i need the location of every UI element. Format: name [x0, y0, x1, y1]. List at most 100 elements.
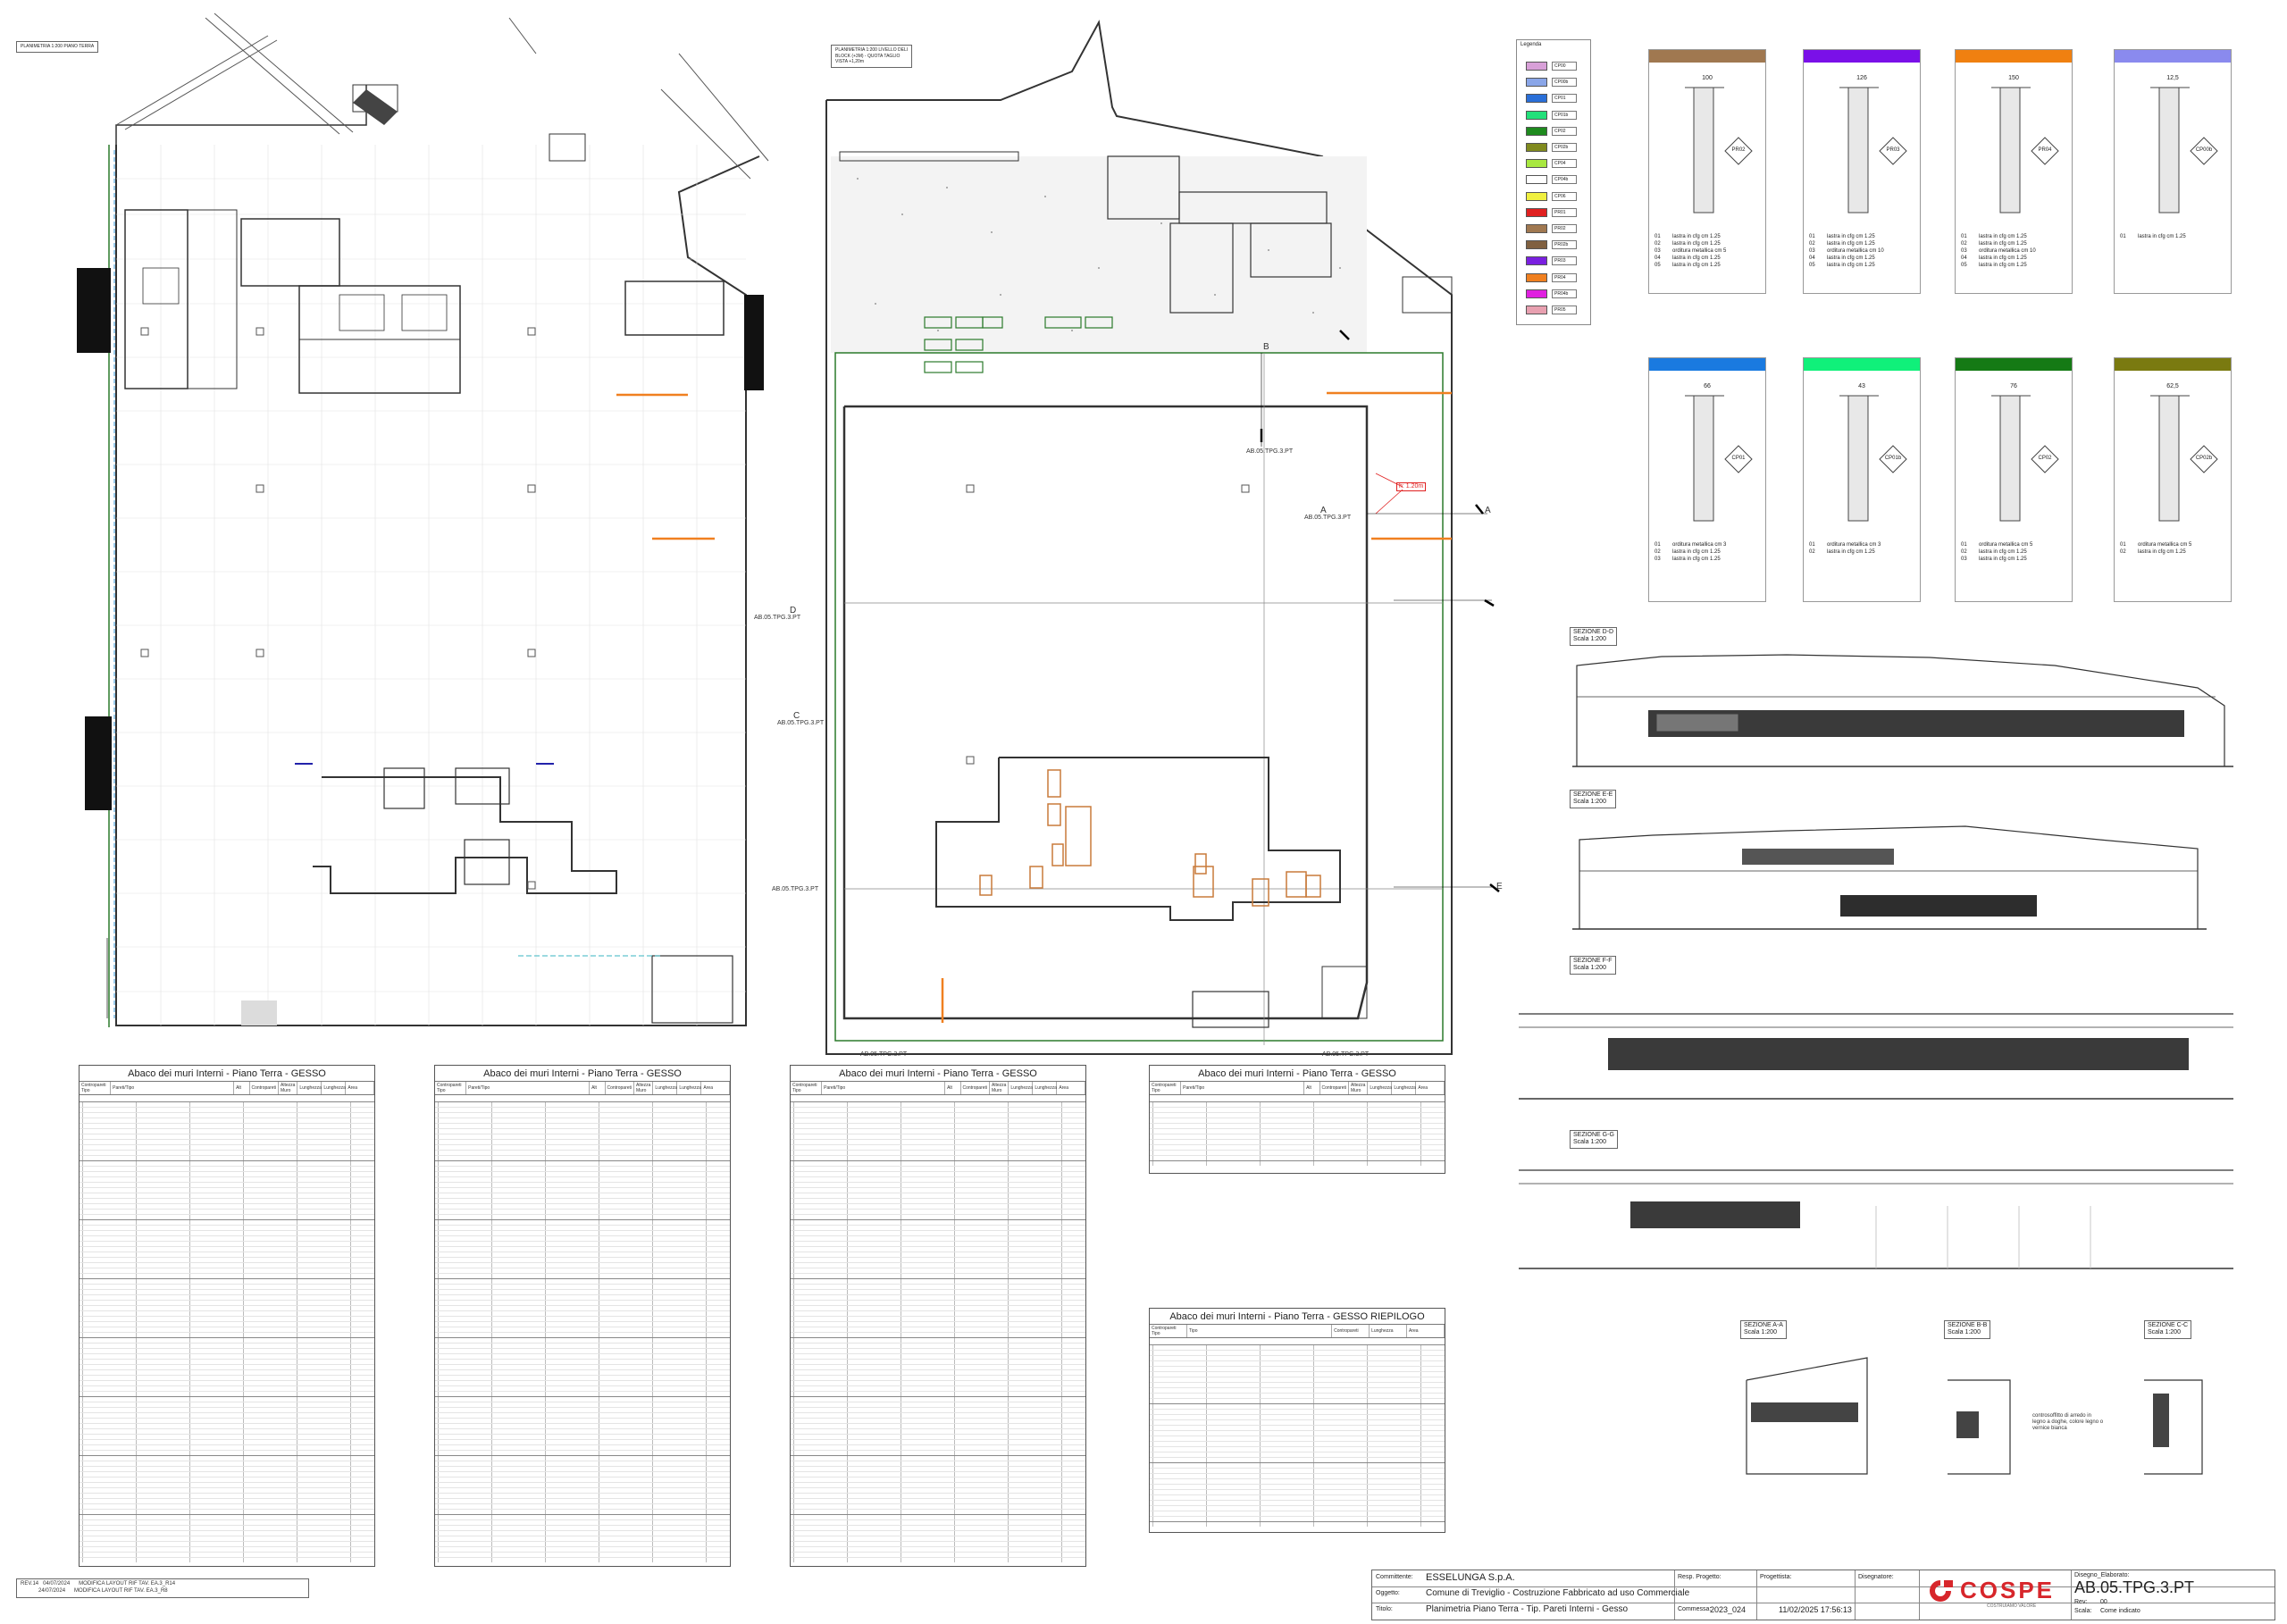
table-row [80, 1128, 374, 1134]
section-mark-c[interactable]: C [793, 711, 800, 721]
table-row [80, 1482, 374, 1487]
wall-type-color-bar [2115, 358, 2231, 371]
table-row [80, 1166, 374, 1171]
table-row [1150, 1355, 1445, 1360]
legend-swatch [1526, 240, 1547, 250]
left-floor-plan [77, 13, 769, 1027]
table-row [80, 1160, 374, 1166]
table-header-cell: Pareti/Tipo [466, 1082, 591, 1094]
table-row [1150, 1403, 1445, 1409]
table-row [435, 1391, 730, 1396]
table-header-cell: Area [701, 1082, 731, 1094]
table-row [80, 1219, 374, 1225]
section-mark-e[interactable]: E [1496, 882, 1503, 892]
table-header-cell: Contropareti [961, 1082, 991, 1094]
cospe-logo [1924, 1578, 1956, 1606]
table-row [791, 1385, 1085, 1391]
section-ref-b[interactable]: AB.05.TPG.3.PT [1246, 448, 1294, 455]
table-row [1150, 1112, 1445, 1118]
section-ref-d[interactable]: AB.05.TPG.3.PT [754, 615, 801, 621]
legend-code: CP02b [1552, 143, 1577, 152]
table-row [1150, 1387, 1445, 1393]
table-row [435, 1251, 730, 1257]
schedule-table-2-title: Abaco dei muri Interni - Piano Terra - G… [435, 1066, 730, 1082]
section-ref-e[interactable]: AB.05.TPG.3.PT [772, 886, 819, 892]
table-row [435, 1219, 730, 1225]
table-row [80, 1193, 374, 1198]
table-row [80, 1407, 374, 1412]
commessa-label: Commessa: [1678, 1606, 1712, 1612]
wall-type-layer-note: 01 lastra in cfg cm 1.25 [1655, 234, 1721, 239]
legend-swatch [1526, 126, 1547, 136]
schedule-table-3-rows [791, 1101, 1085, 1566]
table-row [435, 1144, 730, 1150]
table-row [791, 1375, 1085, 1380]
wall-type-layer-note: 02 lastra in cfg cm 1.25 [1655, 549, 1721, 555]
legend-swatch [1526, 143, 1547, 152]
legend-item-pr04b: PR04b [1526, 289, 1577, 298]
table-header-cell: Area [1407, 1325, 1445, 1337]
rev-value: 00 [2100, 1599, 2107, 1605]
section-ref-bottom-2[interactable]: AB.05.TPG.3.PT [1322, 1051, 1370, 1058]
table-row [80, 1487, 374, 1493]
table-row [435, 1375, 730, 1380]
table-row [80, 1246, 374, 1251]
section-c-c-name: SEZIONE C-C [2148, 1322, 2189, 1328]
legend-item-cp04b: CP04b [1526, 175, 1577, 185]
table-row [791, 1176, 1085, 1182]
legend-item-pr01: PR01 [1526, 207, 1577, 217]
schedule-table-4: Abaco dei muri Interni - Piano Terra - G… [1149, 1065, 1445, 1174]
wall-type-layer-note: 04 lastra in cfg cm 1.25 [1809, 255, 1875, 261]
table-row [1150, 1441, 1445, 1446]
table-row [80, 1101, 374, 1107]
wall-type-layer-note: 01 lastra in cfg cm 1.25 [2120, 234, 2186, 239]
table-header-cell: Lunghezza [677, 1082, 702, 1094]
table-row [435, 1455, 730, 1461]
table-row [80, 1530, 374, 1536]
table-row [435, 1107, 730, 1112]
legend-swatch [1526, 94, 1547, 104]
wall-type-thickness: 150 [2008, 75, 2019, 81]
table-row [435, 1203, 730, 1209]
legend-code: CP06 [1552, 191, 1577, 201]
table-row [435, 1461, 730, 1466]
section-mark-d[interactable]: D [790, 606, 797, 615]
table-row [1150, 1511, 1445, 1516]
table-row [435, 1353, 730, 1359]
table-row [80, 1123, 374, 1128]
table-header-cell: Lunghezza [322, 1082, 347, 1094]
table-row [791, 1251, 1085, 1257]
table-row [791, 1509, 1085, 1514]
table-row [80, 1316, 374, 1321]
table-row [791, 1203, 1085, 1209]
table-header-cell: Lunghezza [1370, 1325, 1408, 1337]
section-tag-a-a: SEZIONE A-A Scala 1:200 [1740, 1320, 1787, 1339]
table-row [1150, 1521, 1445, 1527]
table-row [435, 1487, 730, 1493]
legend-code: PR04b [1552, 289, 1577, 298]
section-tag-e-e: SEZIONE E-E Scala 1:200 [1570, 790, 1617, 808]
section-ref-bottom-1[interactable]: AB.05.TPG.3.PT [860, 1051, 908, 1058]
table-row [80, 1203, 374, 1209]
table-row [791, 1396, 1085, 1402]
table-row [80, 1241, 374, 1246]
table-row [791, 1300, 1085, 1305]
wall-type-layer-note: 01 lastra in cfg cm 1.25 [1961, 234, 2027, 239]
section-mark-b[interactable]: B [1263, 342, 1269, 352]
section-mark-a[interactable]: A [1320, 506, 1327, 515]
wall-type-tag: CP00b [2195, 147, 2213, 153]
table-row [435, 1294, 730, 1300]
table-row [1150, 1118, 1445, 1123]
table-row [80, 1428, 374, 1434]
rev-label: Rev: [2074, 1599, 2088, 1605]
table-row [791, 1557, 1085, 1562]
right-plan-title-line2: BLOCK (+3M) - QUOTA TAGLIO [835, 53, 901, 59]
section-ref-a[interactable]: AB.05.TPG.3.PT [1304, 515, 1352, 521]
section-ref-c[interactable]: AB.05.TPG.3.PT [777, 720, 825, 726]
legend-swatch [1526, 207, 1547, 217]
section-mark-a-right[interactable]: A [1485, 506, 1491, 515]
section-tag-f-f: SEZIONE F-F Scala 1:200 [1570, 956, 1616, 975]
table-row [791, 1514, 1085, 1519]
